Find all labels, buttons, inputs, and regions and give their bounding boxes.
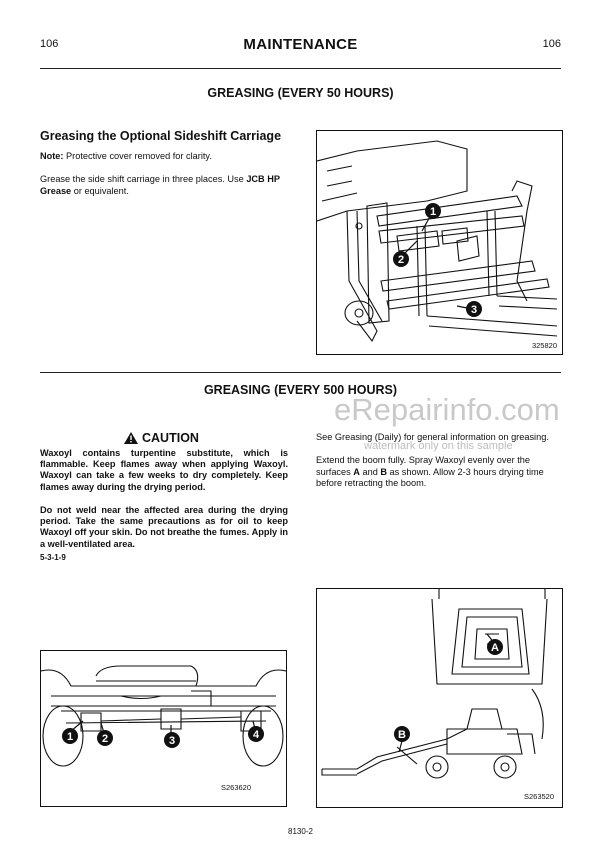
grease-instruction: Grease the side shift carriage in three … xyxy=(40,174,290,197)
svg-text:B: B xyxy=(398,729,406,741)
warning-icon xyxy=(124,432,138,444)
svg-text:2: 2 xyxy=(102,733,108,745)
svg-text:3: 3 xyxy=(169,735,175,747)
watermark-site: eRepairinfo.com xyxy=(334,392,560,427)
svg-text:4: 4 xyxy=(253,729,260,741)
caution-title: CAUTION xyxy=(124,431,199,445)
callout-1: 1 xyxy=(421,203,441,232)
figure-code: S263520 xyxy=(523,792,554,801)
callout-b: B xyxy=(394,726,410,753)
figure-sideshift-carriage: 1 2 3 325820 xyxy=(316,130,563,355)
underside-illustration: 1 2 3 4 xyxy=(41,665,286,767)
svg-text:2: 2 xyxy=(398,254,404,266)
caution-code: 5-3-1-9 xyxy=(40,553,66,562)
surface-a-label: A xyxy=(353,466,360,477)
page-title: MAINTENANCE xyxy=(243,36,358,53)
waxoyl-instruction: Extend the boom fully. Spray Waxoyl even… xyxy=(316,455,562,490)
header-rule xyxy=(40,68,561,69)
figure-code: S263620 xyxy=(221,783,252,792)
callout-2: 2 xyxy=(97,722,113,746)
subheading-sideshift: Greasing the Optional Sideshift Carriage xyxy=(40,129,282,143)
grease-product: JCB HP Grease xyxy=(40,174,280,196)
callout-3: 3 xyxy=(456,301,482,317)
boom-illustration: A B xyxy=(321,589,548,779)
caution-label: CAUTION xyxy=(142,431,199,445)
waxoyl-instruction-text: Extend the boom fully. Spray Waxoyl even… xyxy=(316,455,530,477)
svg-text:3: 3 xyxy=(471,304,477,316)
callout-3: 3 xyxy=(164,725,180,748)
callout-1: 1 xyxy=(62,720,84,744)
section-heading-500-hours: GREASING (EVERY 500 HOURS) xyxy=(203,383,398,397)
note-label: Note: xyxy=(40,151,64,161)
callout-4: 4 xyxy=(248,720,264,742)
svg-text:A: A xyxy=(491,642,499,654)
figure-underside: 1 2 3 4 S263620 xyxy=(40,650,287,807)
note-paragraph: Note: Protective cover removed for clari… xyxy=(40,151,290,163)
callout-a: A xyxy=(486,633,503,655)
svg-text:1: 1 xyxy=(430,206,436,218)
sideshift-carriage-illustration: 1 2 3 xyxy=(317,140,558,343)
greasing-reference: See Greasing (Daily) for general informa… xyxy=(316,432,549,442)
grease-instruction-suffix: or equivalent. xyxy=(71,185,129,196)
grease-instruction-text: Grease the side shift carriage in three … xyxy=(40,174,247,184)
footer-code: 8130-2 xyxy=(288,827,313,836)
page-number-right: 106 xyxy=(542,38,561,50)
waxoyl-and: and xyxy=(359,466,381,477)
section-rule xyxy=(40,372,561,373)
figure-code: 325820 xyxy=(531,341,557,350)
caution-paragraph-1: Waxoyl contains turpentine substitute, w… xyxy=(40,448,288,492)
page-number-left: 106 xyxy=(40,38,59,50)
waxoyl-instruction-suffix: as shown. Allow 2-3 hours drying time be… xyxy=(316,466,544,489)
surface-b-label: B xyxy=(380,466,387,477)
svg-text:1: 1 xyxy=(67,731,73,743)
callout-2: 2 xyxy=(393,240,418,267)
figure-boom: A B S263520 xyxy=(316,588,563,808)
section-heading-50-hours: GREASING (EVERY 50 HOURS) xyxy=(207,86,394,100)
caution-paragraph-2: Do not weld near the affected area durin… xyxy=(40,505,288,549)
note-text: Protective cover removed for clarity. xyxy=(63,151,212,161)
watermark-note: watermark only on this sample xyxy=(364,440,513,452)
